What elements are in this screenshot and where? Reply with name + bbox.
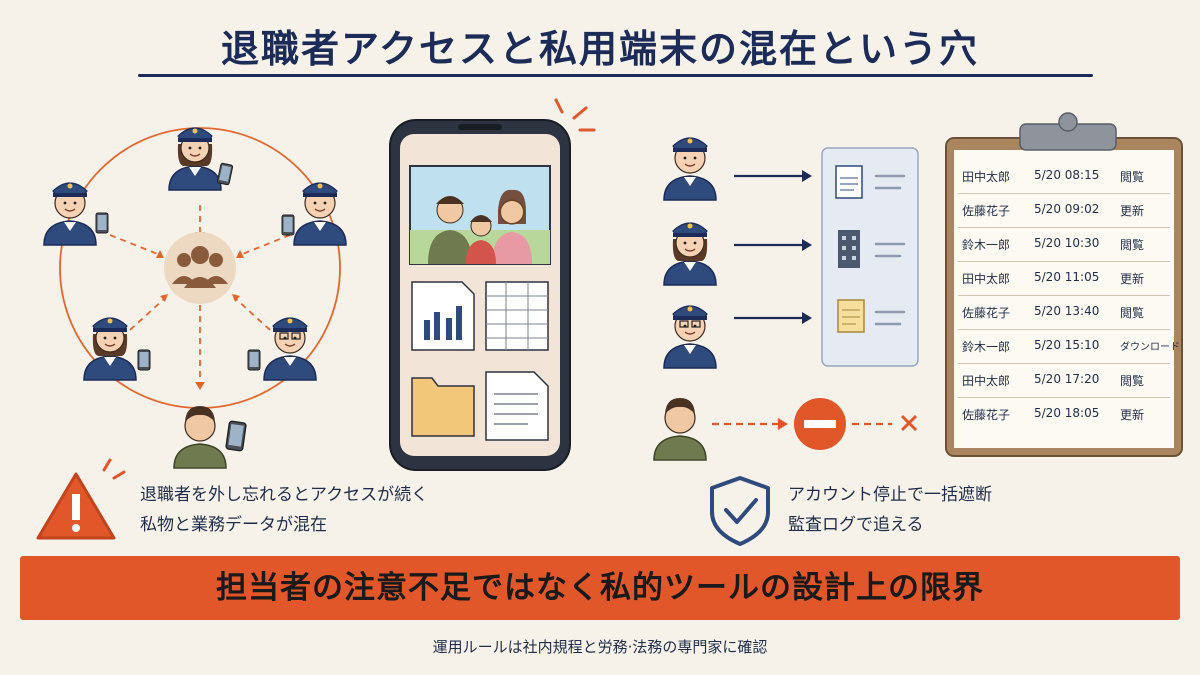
log-time: 5/20 15:10	[1034, 338, 1100, 352]
log-separator	[958, 397, 1170, 398]
right-benefit-1: アカウント停止で一括遮断	[788, 485, 992, 505]
officer-row-1	[663, 137, 717, 201]
log-row: 田中太郎 5/20 11:05 更新	[962, 270, 1172, 286]
log-row: 鈴木一郎 5/20 15:10 ダウンロード	[962, 338, 1180, 354]
civilian-bottom	[173, 405, 247, 469]
left-warning-2: 私物と業務データが混在	[140, 515, 327, 535]
log-name: 佐藤花子	[962, 204, 1011, 218]
left-warning-1: 退職者を外し忘れるとアクセスが続く	[140, 485, 429, 505]
access-arrows	[734, 174, 808, 320]
text-document-icon	[485, 371, 549, 441]
log-separator	[958, 295, 1170, 296]
audit-log-clipboard	[945, 112, 1183, 457]
log-action: 閲覧	[1120, 306, 1145, 320]
log-action: ダウンロード	[1120, 342, 1180, 353]
log-name: 田中太郎	[962, 272, 1011, 286]
folder-icon	[411, 377, 475, 437]
log-row: 佐藤花子 5/20 09:02 更新	[962, 202, 1172, 218]
footnote: 運用ルールは社内規程と労務·法務の専門家に確認	[432, 638, 768, 656]
log-action: 閲覧	[1120, 170, 1145, 184]
officer-left	[43, 182, 109, 246]
log-time: 5/20 08:15	[1034, 168, 1100, 182]
smartphone	[389, 119, 571, 471]
document-app-icon	[835, 165, 863, 199]
warning-icon	[36, 458, 126, 540]
phone-alert-marks	[554, 98, 596, 132]
page-title: 退職者アクセスと私用端末の混在という穴	[220, 27, 980, 71]
officer-lower-left	[83, 317, 151, 381]
officer-row-2	[663, 222, 717, 286]
spreadsheet-icon	[485, 281, 549, 351]
log-row: 田中太郎 5/20 08:15 閲覧	[962, 168, 1172, 184]
log-name: 田中太郎	[962, 374, 1011, 388]
log-row: 田中太郎 5/20 17:20 閲覧	[962, 372, 1172, 388]
log-action: 更新	[1120, 408, 1145, 422]
log-time: 5/20 09:02	[1034, 202, 1100, 216]
log-name: 佐藤花子	[962, 306, 1011, 320]
officer-row-3	[663, 305, 717, 369]
right-benefit-2: 監査ログで追える	[788, 515, 924, 535]
system-panel	[821, 147, 919, 367]
building-icon	[838, 230, 860, 268]
conclusion-text: 担当者の注意不足ではなく私的ツールの設計上の限界	[216, 570, 984, 606]
log-name: 田中太郎	[962, 170, 1011, 184]
log-action: 閲覧	[1120, 374, 1145, 388]
log-separator	[958, 329, 1170, 330]
network-links	[109, 205, 291, 385]
log-time: 5/20 13:40	[1034, 304, 1100, 318]
log-separator	[958, 261, 1170, 262]
log-name: 鈴木一郎	[962, 340, 1011, 354]
officer-top	[168, 127, 234, 191]
right-benefits: アカウント停止で一括遮断 監査ログで追える	[788, 480, 992, 540]
chart-document-icon	[411, 281, 475, 351]
log-action: 更新	[1120, 272, 1145, 286]
log-time: 5/20 11:05	[1034, 270, 1100, 284]
log-time: 5/20 18:05	[1034, 406, 1100, 420]
log-row: 佐藤花子 5/20 18:05 更新	[962, 406, 1172, 422]
log-action: 閲覧	[1120, 238, 1145, 252]
log-time: 5/20 17:20	[1034, 372, 1100, 386]
title-underline	[138, 74, 1093, 77]
officer-right	[281, 182, 347, 246]
log-action: 更新	[1120, 204, 1145, 218]
group-icon	[164, 232, 236, 304]
shield-check-icon	[710, 476, 770, 546]
log-separator	[958, 193, 1170, 194]
log-time: 5/20 10:30	[1034, 236, 1100, 250]
conclusion-banner	[20, 556, 1180, 620]
log-name: 佐藤花子	[962, 408, 1011, 422]
civilian-row	[653, 397, 707, 461]
log-separator	[958, 227, 1170, 228]
officer-lower-right	[247, 317, 317, 381]
blocked-access	[712, 398, 918, 450]
log-row: 鈴木一郎 5/20 10:30 閲覧	[962, 236, 1172, 252]
log-name: 鈴木一郎	[962, 238, 1011, 252]
memo-icon	[837, 299, 865, 333]
log-row: 佐藤花子 5/20 13:40 閲覧	[962, 304, 1172, 320]
left-warnings: 退職者を外し忘れるとアクセスが続く 私物と業務データが混在	[140, 480, 428, 540]
log-separator	[958, 363, 1170, 364]
